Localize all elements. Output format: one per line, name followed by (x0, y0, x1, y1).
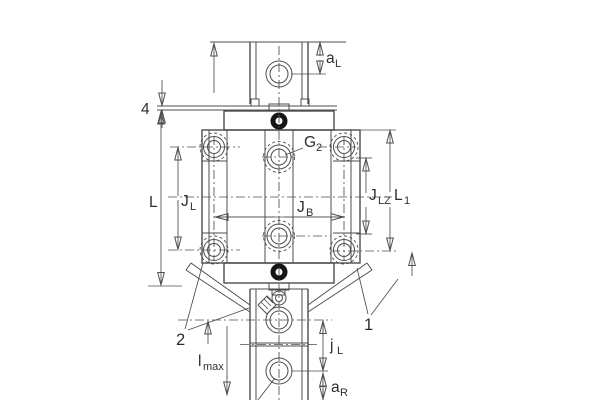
dimension-JL: JL (178, 148, 196, 250)
callout-2: 2 (176, 262, 250, 349)
label-JL: JL (181, 193, 196, 213)
label-callout-1: 1 (364, 316, 373, 334)
carriage (199, 110, 361, 291)
label-callout-2: 2 (176, 331, 185, 349)
callout-G2: G2 (284, 134, 322, 156)
label-JLZ: JLZ (369, 187, 391, 207)
centerlines (168, 46, 397, 400)
dimension-L1: L1 (358, 130, 412, 276)
wiper-wing-right (307, 262, 373, 313)
dimension-shim-4: 4 (141, 80, 162, 128)
label-G2: G2 (304, 134, 322, 154)
dimension-JB: JB (215, 199, 344, 219)
dimension-aR: aR (323, 373, 348, 400)
label-L: L (149, 194, 158, 211)
dimension-JLZ: JLZ (356, 158, 391, 234)
dimension-aL: aL (320, 43, 341, 74)
grease-nipple (257, 288, 287, 315)
label-shim-4: 4 (141, 101, 150, 118)
wiper-wing-left (185, 262, 251, 313)
label-aL: aL (326, 50, 341, 70)
label-aR: aR (331, 379, 348, 399)
shim-plate (157, 105, 337, 111)
label-JB: JB (297, 199, 313, 219)
label-L1: L1 (394, 187, 410, 207)
dimension-L: L (148, 112, 182, 287)
callout-1: 1 (356, 267, 399, 334)
